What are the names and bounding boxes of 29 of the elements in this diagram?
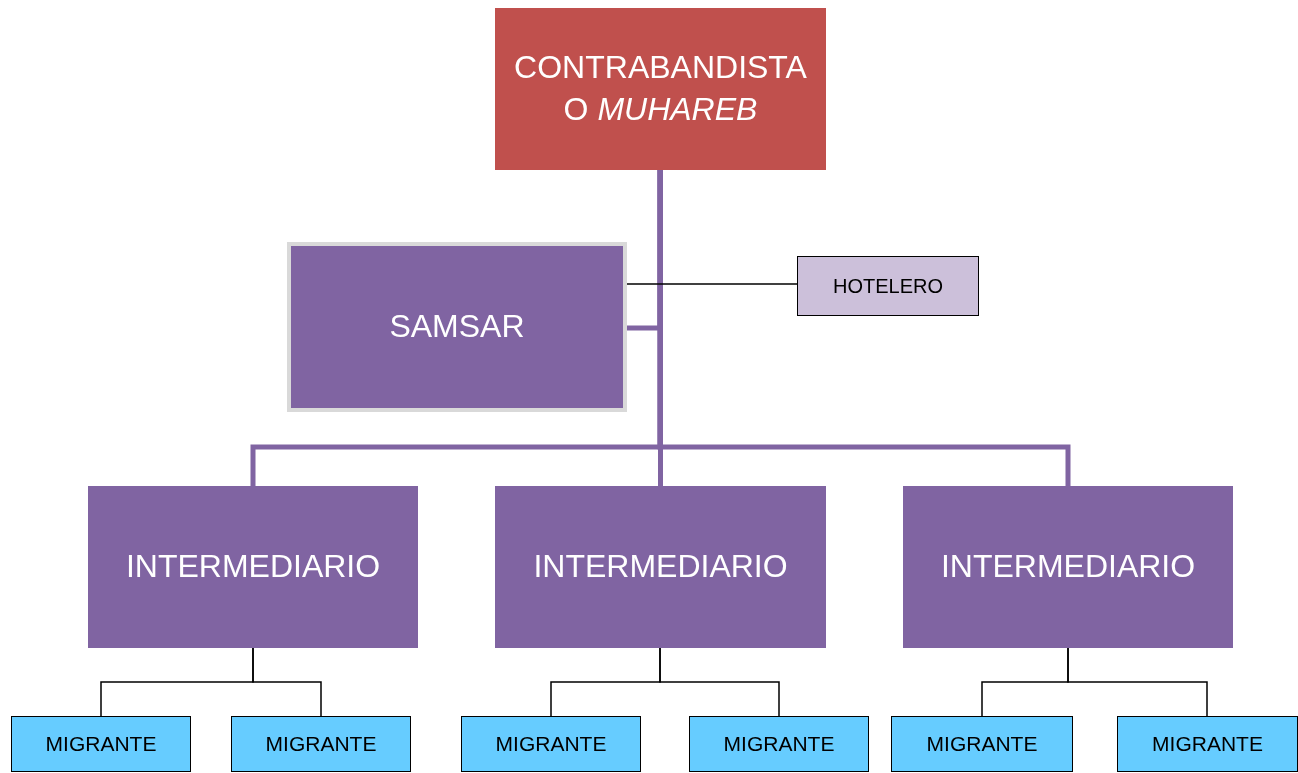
connector-line bbox=[1067, 647, 1208, 717]
connector-line bbox=[252, 647, 322, 717]
box-label: INTERMEDIARIO bbox=[533, 547, 788, 587]
box-label: HOTELERO bbox=[833, 274, 943, 299]
box-label: SAMSAR bbox=[389, 307, 525, 347]
role-box bbox=[287, 242, 627, 412]
role-box bbox=[11, 716, 191, 772]
box-label: MIGRANTE bbox=[495, 731, 607, 758]
box-label: MIGRANTE bbox=[265, 731, 377, 758]
role-box bbox=[88, 486, 418, 648]
role-box bbox=[891, 716, 1073, 772]
title-box bbox=[495, 8, 826, 170]
box-label: MIGRANTE bbox=[723, 731, 835, 758]
role-box bbox=[689, 716, 869, 772]
box-label: MIGRANTE bbox=[926, 731, 1038, 758]
role-box bbox=[797, 256, 979, 316]
role-box bbox=[461, 716, 641, 772]
box-label: MIGRANTE bbox=[1152, 731, 1263, 758]
role-box bbox=[231, 716, 411, 772]
box-label: INTERMEDIARIO bbox=[125, 547, 381, 587]
box-label: INTERMEDIARIO bbox=[940, 547, 1196, 587]
role-box bbox=[903, 486, 1233, 648]
connector-line bbox=[657, 170, 1071, 486]
role-box bbox=[495, 486, 826, 648]
box-label: CONTRABANDISTA O MUHAREB bbox=[513, 48, 808, 129]
box-label: MIGRANTE bbox=[45, 731, 157, 758]
connector-line bbox=[626, 283, 798, 285]
connector-line bbox=[659, 647, 780, 717]
role-box bbox=[1117, 716, 1298, 772]
